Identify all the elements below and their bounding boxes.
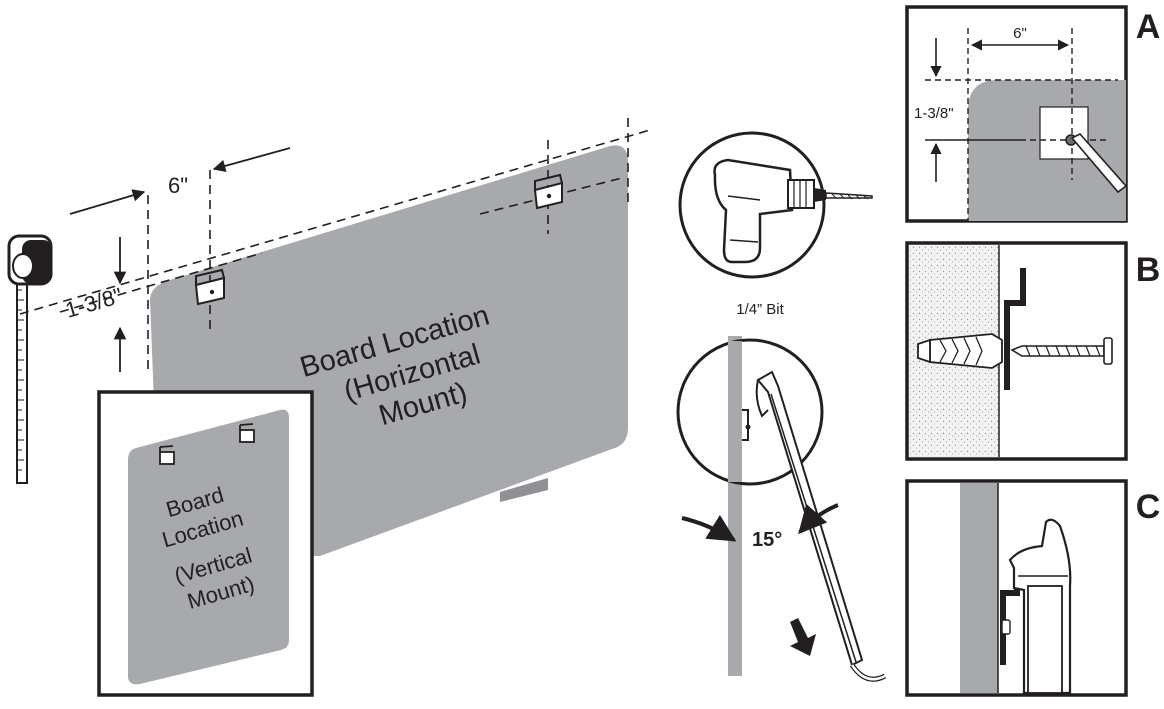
panel-b bbox=[905, 241, 1128, 461]
wall-bracket-left bbox=[194, 268, 225, 306]
drill-icon bbox=[678, 131, 873, 279]
tilt-angle-label: 15° bbox=[752, 529, 782, 551]
height-dimension-label: 1-3/8" bbox=[62, 283, 125, 323]
screw-icon bbox=[1010, 337, 1113, 365]
vertical-bracket-right bbox=[239, 423, 255, 443]
panel-c-letter: C bbox=[1136, 488, 1161, 526]
panel-c bbox=[905, 479, 1128, 697]
panel-a-spacing-label: 6" bbox=[1013, 25, 1027, 42]
drill-bit-label: 1/4” Bit bbox=[736, 301, 784, 318]
spacing-dimension-label: 6" bbox=[168, 173, 188, 198]
panel-b-letter: B bbox=[1136, 251, 1161, 289]
panel-a: 6" 1-3/8" bbox=[905, 5, 1128, 223]
wall-bracket-right bbox=[533, 173, 563, 210]
dimension-arrows bbox=[69, 147, 291, 372]
panel-a-height-label: 1-3/8" bbox=[914, 105, 954, 122]
panel-a-letter: A bbox=[1136, 8, 1161, 46]
tape-measure-icon bbox=[7, 234, 53, 484]
wall-anchor-icon bbox=[917, 333, 1003, 369]
vertical-bracket-left bbox=[159, 445, 175, 465]
vertical-mount-inset: Board Location (Vertical Mount) bbox=[97, 390, 314, 697]
hang-illustration bbox=[676, 336, 887, 682]
